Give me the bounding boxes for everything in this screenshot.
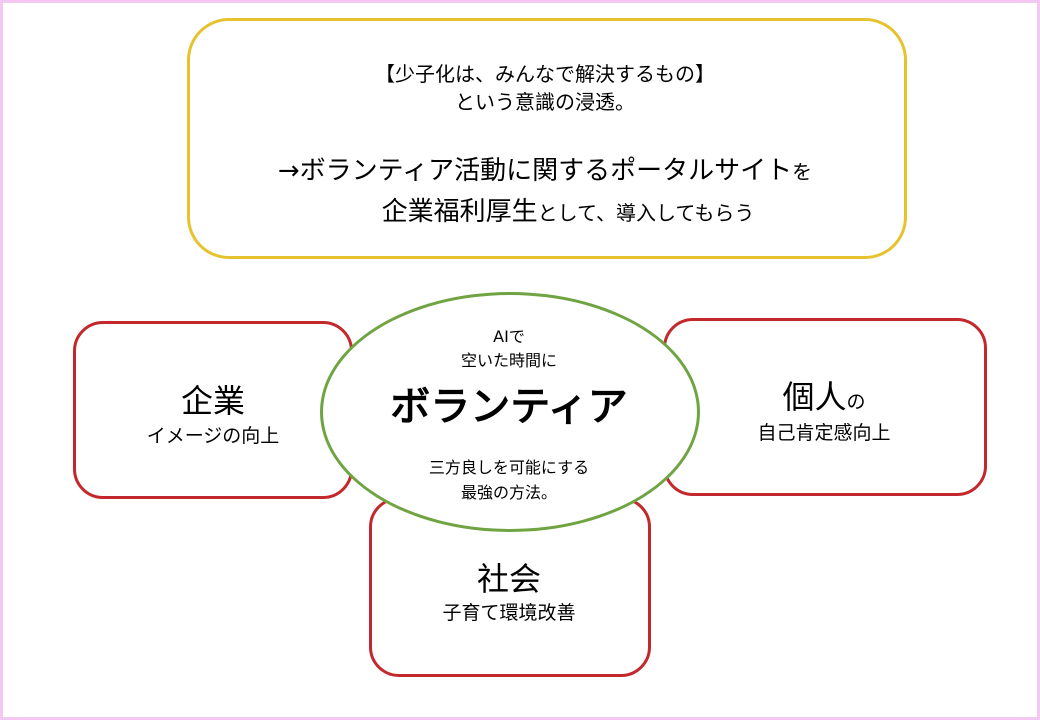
individual-box	[663, 318, 987, 496]
top-message-box	[187, 18, 907, 259]
center-line-4: 最強の方法。	[460, 483, 558, 502]
top-line-2: という意識の浸透。	[455, 90, 635, 114]
company-box	[73, 321, 353, 499]
individual-title-suffix: の	[846, 391, 866, 413]
center-title: ボランティア	[390, 384, 628, 430]
top-line-1: 【少子化は、みんなで解決するもの】	[375, 62, 715, 86]
society-subtitle: 子育て環境改善	[442, 602, 576, 624]
volunteer-ellipse	[320, 292, 700, 532]
center-line-3: 三方良しを可能にする	[428, 458, 590, 477]
individual-title: 個人の	[782, 372, 865, 418]
company-subtitle: イメージの向上	[146, 425, 280, 447]
top-line-3-suffix: を	[792, 160, 813, 184]
top-line-3: →ボランティア活動に関するポータルサイトを	[278, 150, 812, 187]
individual-title-main: 個人	[782, 378, 847, 416]
top-line-4-suffix: として、導入してもらう	[537, 201, 755, 225]
company-title: 企業	[180, 382, 246, 420]
top-line-4: 企業福利厚生として、導入してもらう	[382, 191, 755, 228]
center-line-1: AIで	[493, 327, 525, 346]
center-line-2: 空いた時間に	[460, 351, 558, 370]
top-line-3-main: →ボランティア活動に関するポータルサイト	[277, 156, 793, 186]
society-title: 社会	[476, 560, 542, 598]
individual-subtitle: 自己肯定感向上	[757, 422, 891, 444]
top-line-4-main: 企業福利厚生	[381, 197, 538, 227]
